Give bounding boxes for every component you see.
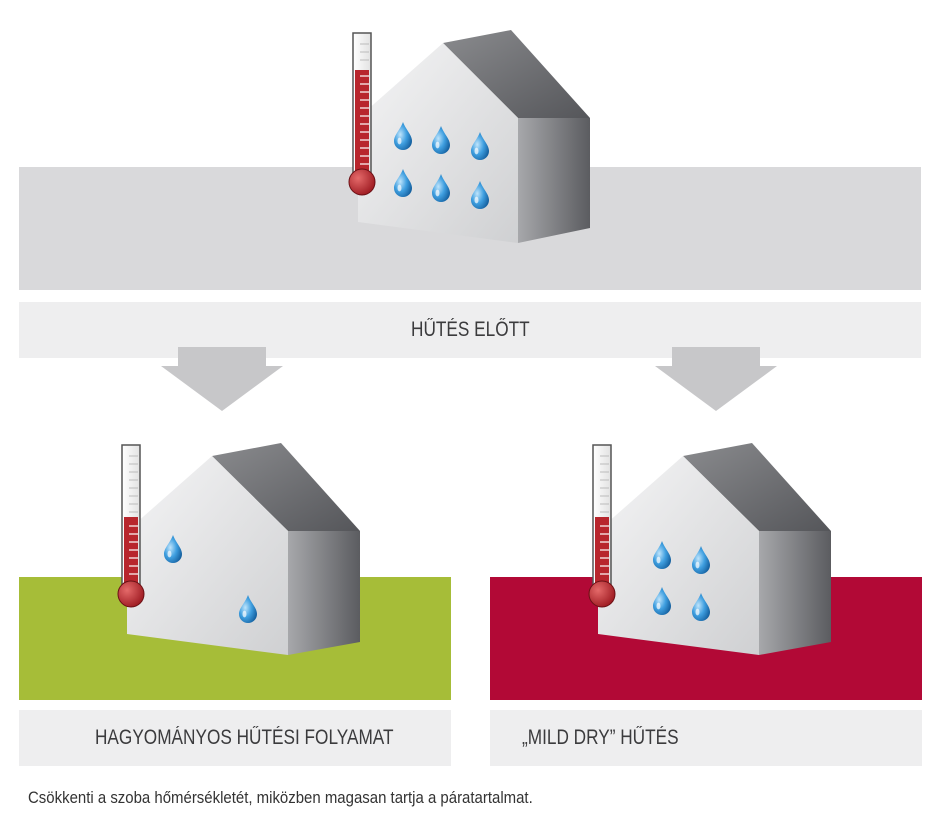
house-right-icon <box>598 443 831 655</box>
right-label: „MILD DRY” HŰTÉS <box>522 726 679 749</box>
thermometer-left-icon <box>117 444 145 608</box>
right-label-box: „MILD DRY” HŰTÉS <box>490 710 922 766</box>
house-top-icon <box>358 30 590 243</box>
left-label: HAGYOMÁNYOS HŰTÉSI FOLYAMAT <box>95 726 394 749</box>
thermometer-right-icon <box>588 444 616 608</box>
thermometer-top-icon <box>348 32 376 196</box>
top-label-box: HŰTÉS ELŐTT <box>19 302 921 358</box>
arrow-down-right-icon <box>655 347 777 411</box>
caption-text: Csökkenti a szoba hőmérsékletét, miközbe… <box>28 788 533 807</box>
house-left-icon <box>127 443 360 655</box>
arrow-down-left-icon <box>161 347 283 411</box>
caption-box: Csökkenti a szoba hőmérsékletét, miközbe… <box>28 788 602 808</box>
top-label: HŰTÉS ELŐTT <box>410 318 530 341</box>
left-label-box: HAGYOMÁNYOS HŰTÉSI FOLYAMAT <box>19 710 451 766</box>
